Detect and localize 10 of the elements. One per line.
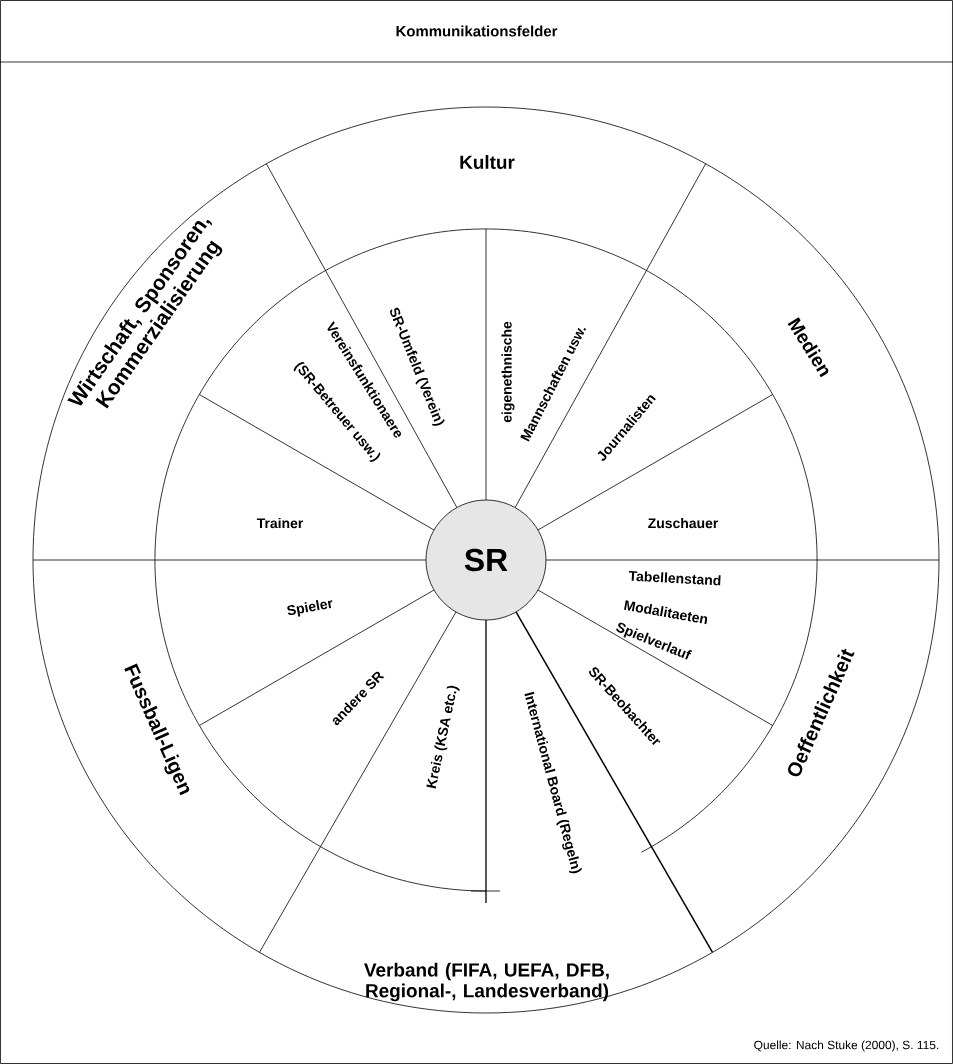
sector-label: Spieler xyxy=(287,600,333,617)
sector-label: Kultur xyxy=(460,155,515,169)
sector-label: Kreis (KSA etc.) xyxy=(426,685,460,789)
sector-label: Verband (FIFA, UEFA, DFB, Regional-, Landesverband) xyxy=(364,962,609,1002)
caption: Quelle: Nach Stuke (2000), S. 115. xyxy=(754,1040,939,1052)
sector-label: Zuschauer xyxy=(648,517,719,529)
title: Kommunikationsfelder xyxy=(396,25,558,37)
sector-label: eigenethnische xyxy=(501,321,515,423)
sector-label: Trainer xyxy=(256,517,304,529)
sector-label: Tabellenstand xyxy=(629,571,721,586)
